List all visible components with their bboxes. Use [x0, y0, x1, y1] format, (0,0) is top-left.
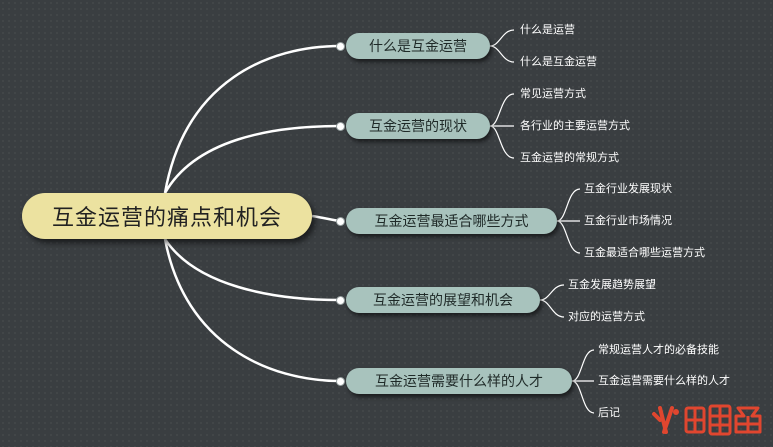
leaf-topic-3-1[interactable]: 互金行业发展现状 [584, 182, 672, 195]
collapse-dot-4[interactable] [336, 296, 345, 305]
connector-b2 [489, 93, 515, 159]
branch-topic-4[interactable]: 互金运营的展望和机会 [346, 287, 540, 313]
leaf-topic-4-2[interactable]: 对应的运营方式 [568, 310, 645, 323]
branch-topic-3[interactable]: 互金运营最适合哪些方式 [346, 208, 557, 234]
connector-b3 [556, 188, 581, 254]
leaf-topic-2-1[interactable]: 常见运营方式 [520, 87, 586, 100]
leaf-topic-5-1[interactable]: 常规运营人才的必备技能 [598, 343, 719, 356]
leaf-topic-1-1[interactable]: 什么是运营 [520, 23, 575, 36]
watermark-logo [652, 404, 762, 436]
leaf-topic-3-2[interactable]: 互金行业市场情况 [584, 214, 672, 227]
root-topic[interactable]: 互金运营的痛点和机会 [22, 193, 312, 239]
connector-root-4 [163, 238, 341, 302]
leaf-topic-1-2[interactable]: 什么是互金运营 [520, 55, 597, 68]
collapse-dot-3[interactable] [336, 217, 345, 226]
connector-b5 [571, 349, 595, 414]
leaf-topic-2-3[interactable]: 互金运营的常规方式 [520, 151, 619, 164]
leaf-topic-3-3[interactable]: 互金最适合哪些运营方式 [584, 246, 705, 259]
leaf-topic-5-2[interactable]: 互金运营需要什么样的人才 [598, 374, 730, 387]
collapse-dot-1[interactable] [336, 42, 345, 51]
connector-root-2 [163, 124, 341, 194]
connector-b1 [489, 29, 515, 63]
connector-root-5 [163, 238, 341, 383]
collapse-dot-2[interactable] [336, 122, 345, 131]
collapse-dot-5[interactable] [336, 377, 345, 386]
branch-topic-5[interactable]: 互金运营需要什么样的人才 [346, 368, 572, 394]
connector-root-1 [163, 44, 341, 194]
branch-topic-1[interactable]: 什么是互金运营 [346, 33, 490, 59]
connector-b4 [539, 284, 565, 318]
branch-topic-2[interactable]: 互金运营的现状 [346, 113, 490, 139]
leaf-topic-4-1[interactable]: 互金发展趋势展望 [568, 278, 656, 291]
leaf-topic-5-3[interactable]: 后记 [598, 406, 620, 419]
leaf-topic-2-2[interactable]: 各行业的主要运营方式 [520, 119, 630, 132]
